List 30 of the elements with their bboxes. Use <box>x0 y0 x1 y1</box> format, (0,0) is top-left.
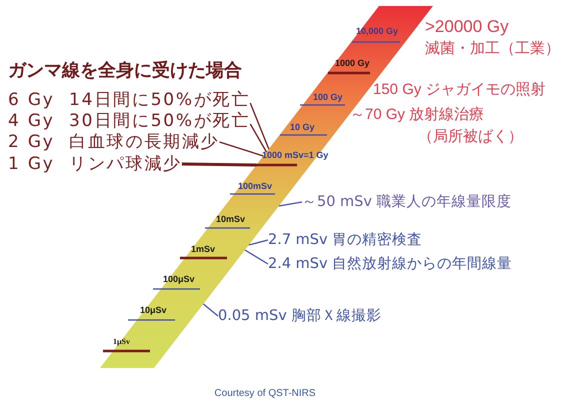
leader-line <box>219 141 264 157</box>
leader-line <box>248 239 268 246</box>
leader-line <box>244 249 268 265</box>
scale-label: 100 Gy <box>313 92 343 103</box>
dose-effect-text: 0.05 mSv 胸部Ｘ線撮影 <box>218 306 382 326</box>
dose-example-text: ～70 Gy 放射線治療 <box>350 106 484 124</box>
dose-effect-text: 2.4 mSv 自然放射線からの年間線量 <box>268 254 512 274</box>
scale-label: 10 Gy <box>290 122 315 133</box>
scale-label: 1000 Gy <box>335 58 370 69</box>
title: ガンマ線を全身に受けた場合 <box>8 59 242 82</box>
scale-label: 1mSv <box>191 244 216 255</box>
scale-label: 1000 mSv=1 Gy <box>262 150 328 161</box>
leader-line <box>250 124 268 152</box>
leader-line <box>182 162 256 166</box>
dose-effect-text: ～50 mSv 職業人の年線量限度 <box>302 192 512 212</box>
dose-example-text: 滅菌・加工（工業） <box>425 40 560 58</box>
leader-line <box>250 102 270 150</box>
scale-label: 10mSv <box>216 214 246 225</box>
dose-effect-text: 4 Gy 30日間に50%が死亡 <box>8 111 250 131</box>
leader-line <box>278 201 302 207</box>
dose-effect-text: 2.7 mSv 胃の精密検査 <box>268 230 422 250</box>
dose-effect-text: 2 Gy 白血球の長期減少 <box>8 132 220 152</box>
leader-line <box>202 304 218 316</box>
dose-effect-text: 6 Gy 14日間に50%が死亡 <box>8 90 250 110</box>
dose-example-text: >20000 Gy <box>425 17 509 38</box>
caption: Courtesy of QST-NIRS <box>213 388 317 399</box>
dose-example-text: （局所被ばく） <box>418 128 523 146</box>
dose-effect-text: 1 Gy リンパ球減少 <box>8 154 182 174</box>
dose-example-text: 150 Gy ジャガイモの照射 <box>373 81 546 99</box>
scale-label: 100mSv <box>238 181 272 192</box>
